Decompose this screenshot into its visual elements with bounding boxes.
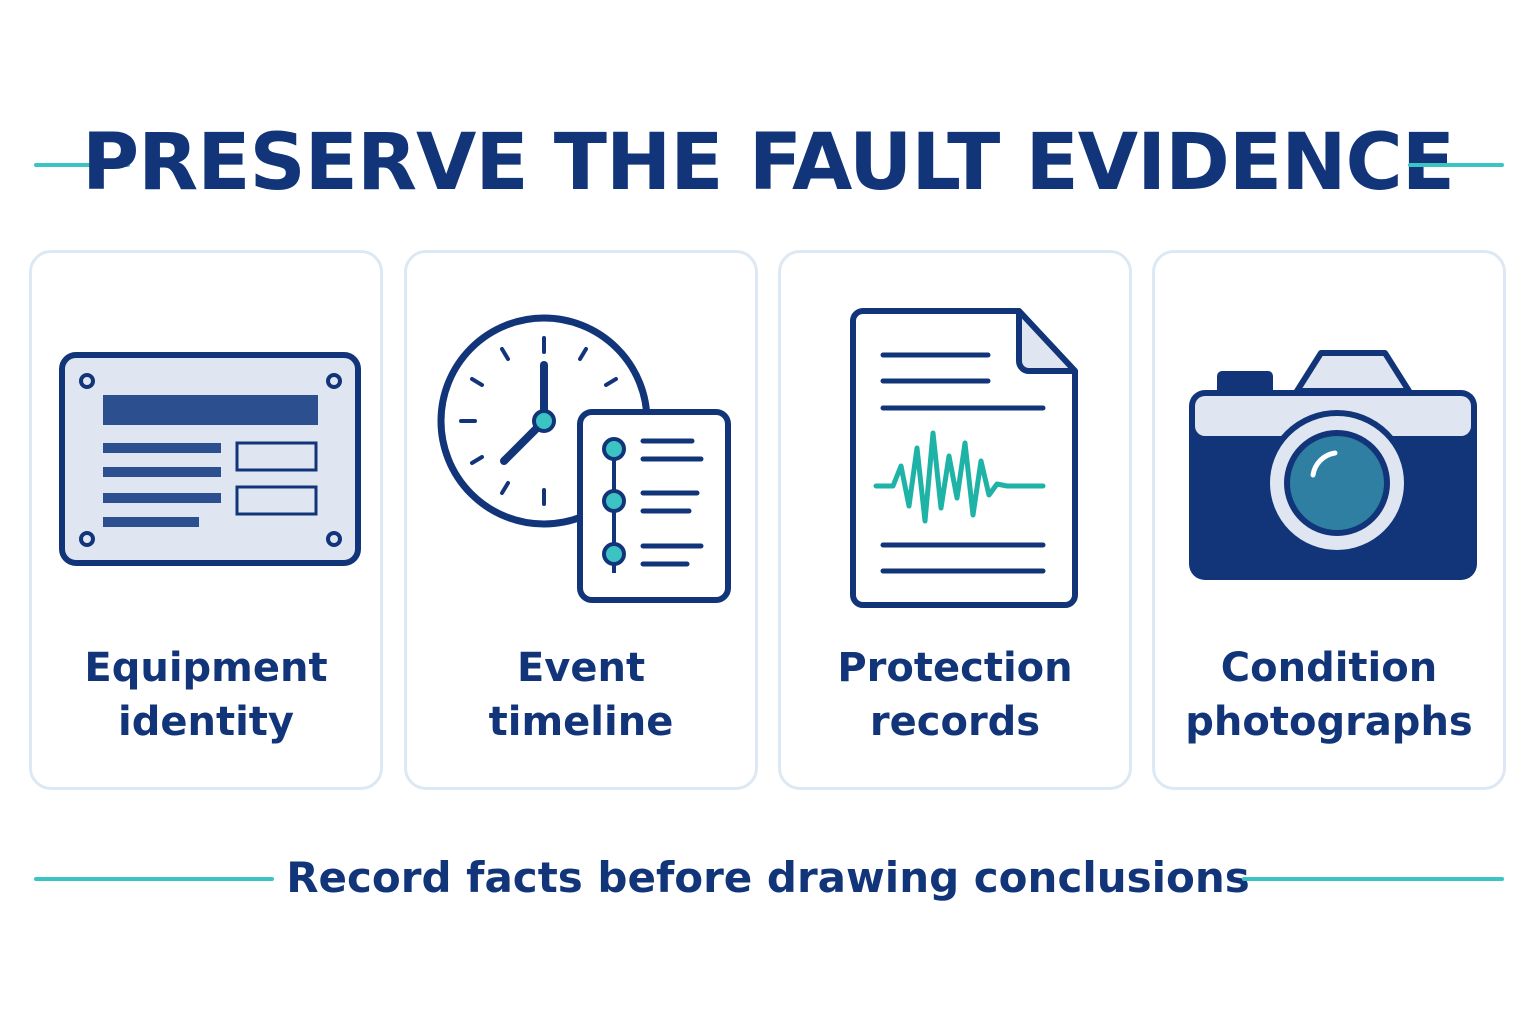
nameplate-icon [59,352,361,566]
clock-timeline-icon [437,314,731,603]
camera-icon [1189,350,1477,580]
title-rule-right [1408,163,1504,167]
card-label: Event timeline [407,641,755,749]
page-title: PRESERVE THE FAULT EVIDENCE [81,118,1455,208]
card-label: Condition photographs [1155,641,1503,749]
card-label-line1: Protection [837,645,1073,691]
footer-rule-left [34,877,274,881]
card-label-line1: Equipment [84,645,328,691]
card-label-line2: identity [118,699,294,745]
title-rule-left [34,163,130,167]
card-equipment-identity: Equipment identity [29,250,383,790]
footer-rule-right [1242,877,1504,881]
card-label-line1: Event [516,645,646,691]
waveform-document-icon [850,308,1078,608]
card-label-line2: timeline [488,699,674,745]
footer-caption: Record facts before drawing conclusions [286,853,1250,902]
card-label-line2: photographs [1185,699,1473,745]
card-label-line1: Condition [1220,645,1438,691]
card-protection-records: Protection records [778,250,1132,790]
card-event-timeline: Event timeline [404,250,758,790]
card-condition-photographs: Condition photographs [1152,250,1506,790]
card-label: Protection records [781,641,1129,749]
card-label: Equipment identity [32,641,380,749]
card-label-line2: records [869,699,1041,745]
